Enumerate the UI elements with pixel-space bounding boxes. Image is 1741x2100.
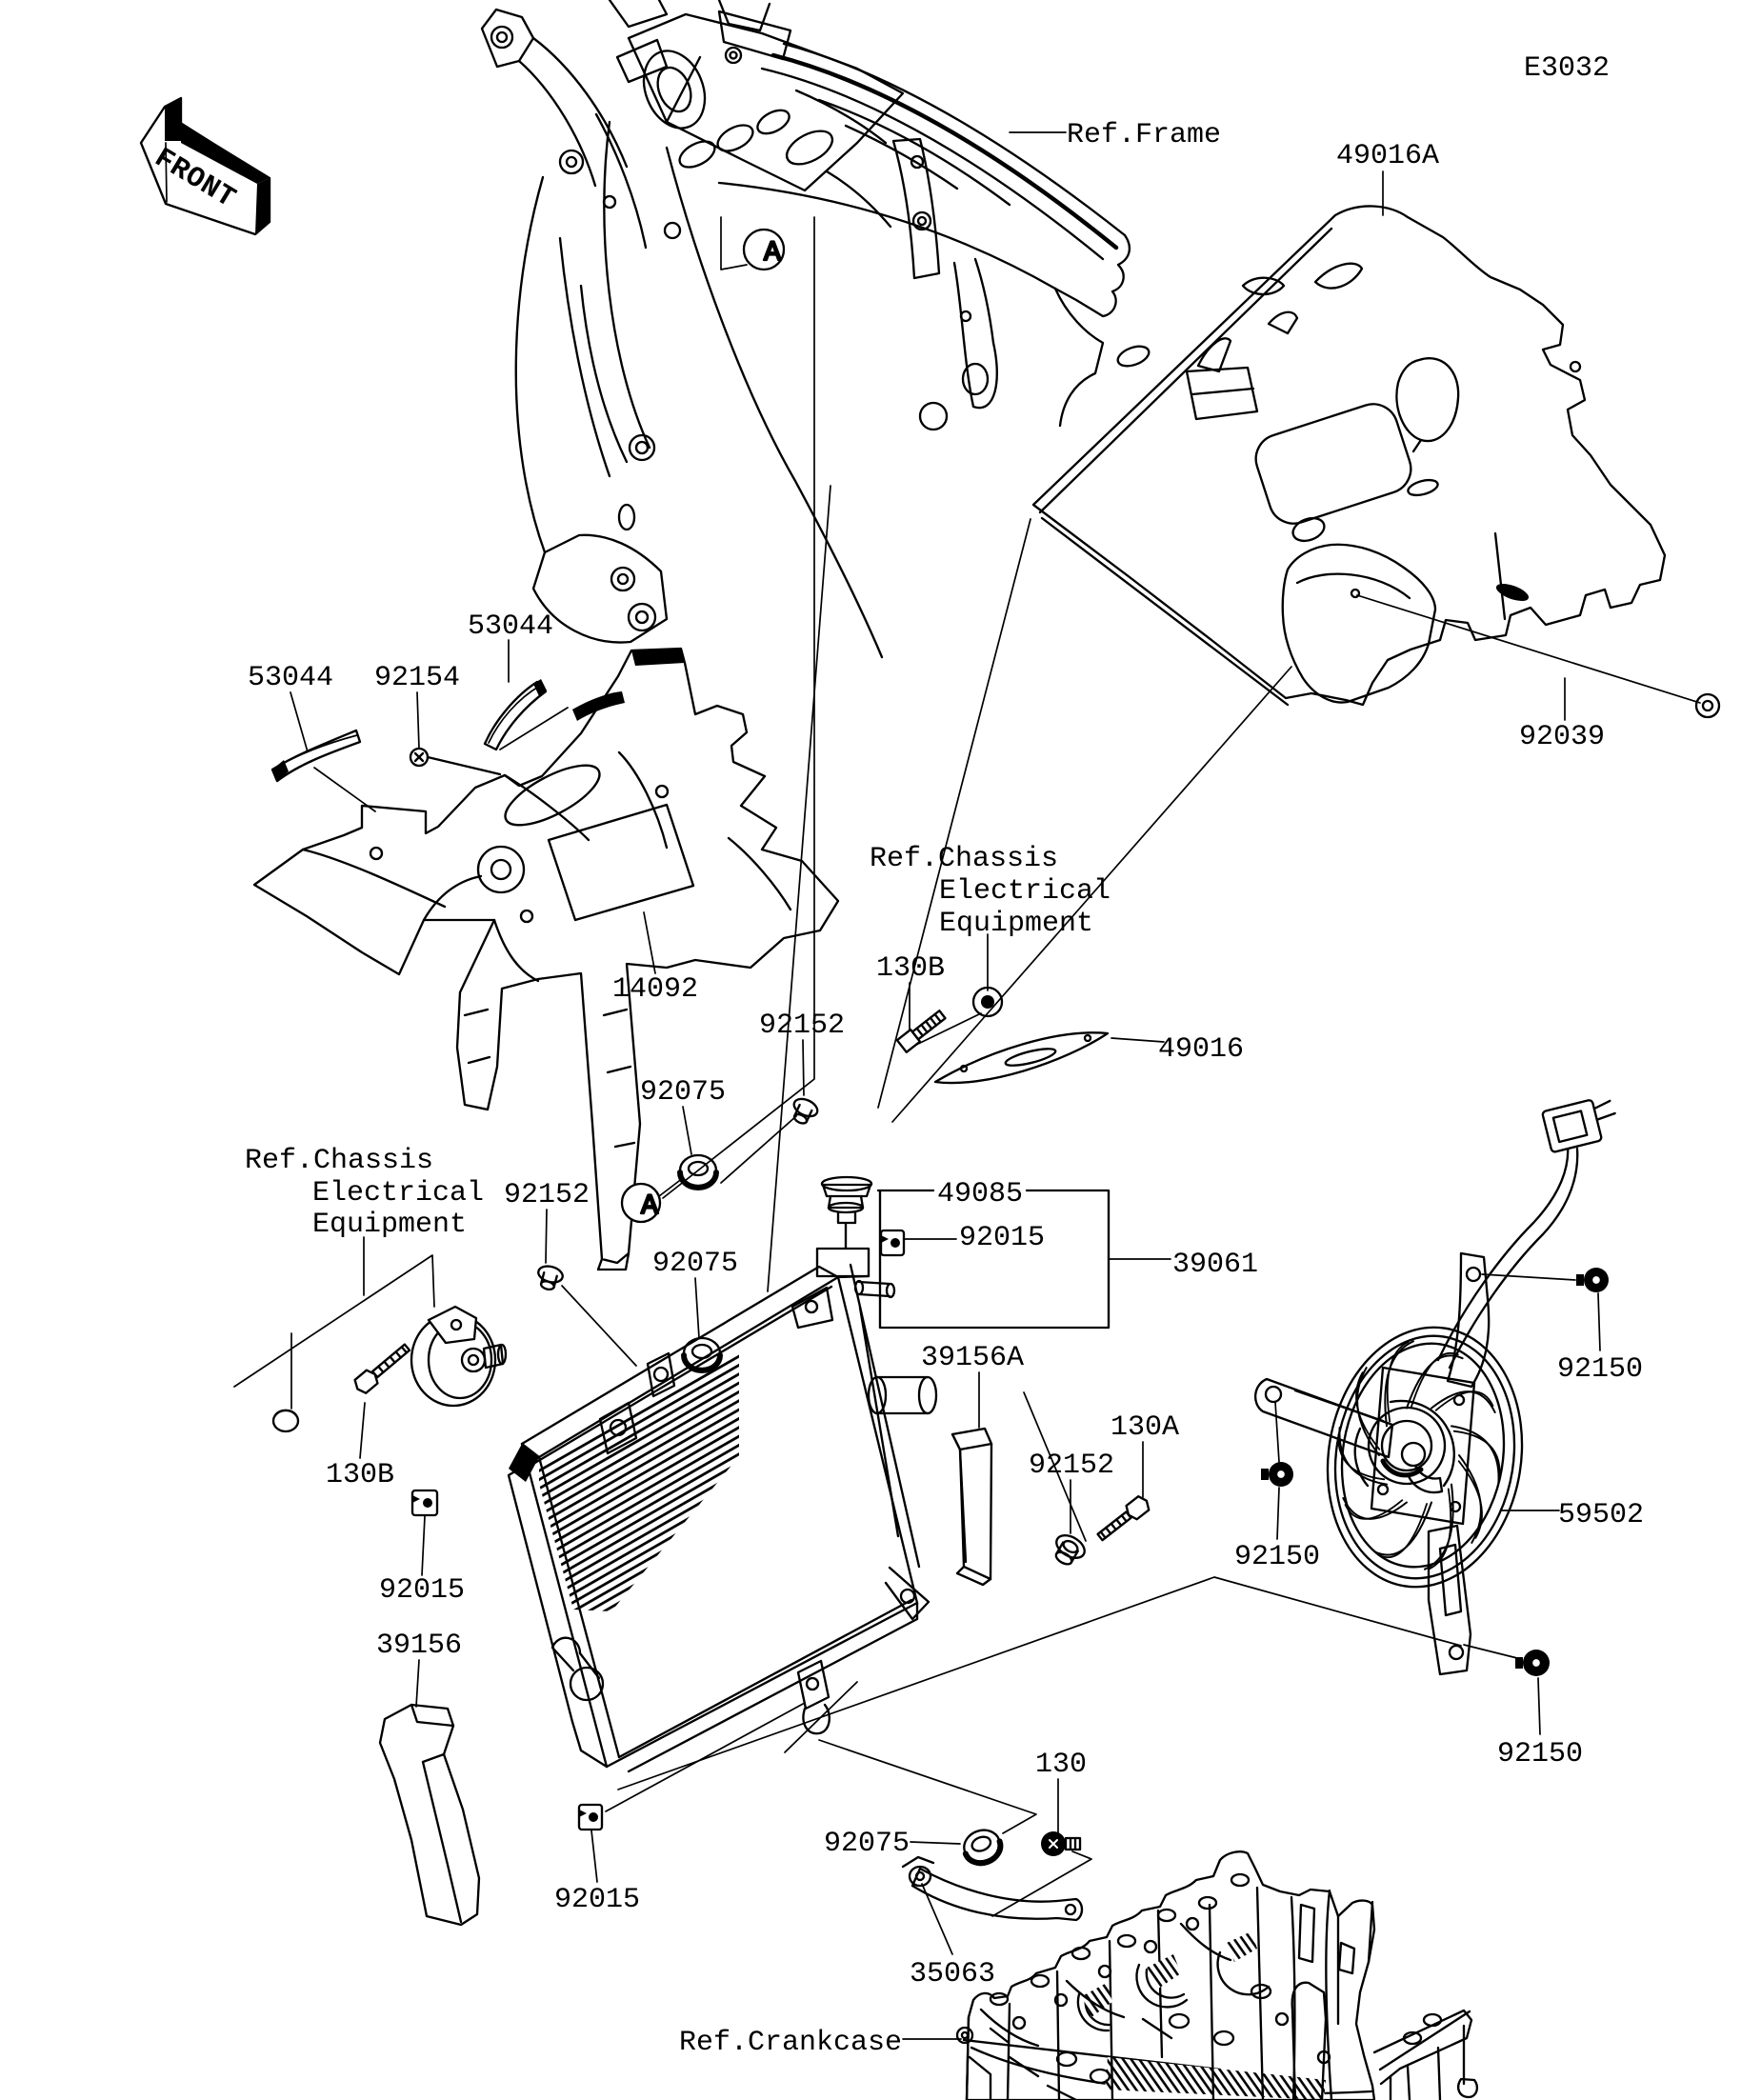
svg-text:130A: 130A [1111, 1411, 1179, 1444]
svg-text:39061: 39061 [1172, 1249, 1258, 1281]
svg-text:39156A: 39156A [921, 1342, 1024, 1374]
svg-text:Equipment: Equipment [939, 908, 1093, 940]
svg-text:92154: 92154 [374, 662, 460, 694]
svg-text:92152: 92152 [504, 1179, 590, 1211]
svg-text:92015: 92015 [554, 1884, 640, 1916]
svg-text:E3032: E3032 [1524, 52, 1610, 85]
svg-text:Electrical: Electrical [939, 875, 1111, 908]
svg-text:39156: 39156 [376, 1630, 462, 1662]
svg-text:Ref.Crankcase: Ref.Crankcase [679, 2027, 902, 2059]
svg-text:92015: 92015 [959, 1222, 1045, 1254]
svg-text:92150: 92150 [1557, 1353, 1643, 1386]
svg-text:92152: 92152 [1029, 1450, 1114, 1482]
svg-text:Ref.Chassis: Ref.Chassis [245, 1145, 433, 1177]
svg-text:14092: 14092 [612, 973, 698, 1006]
svg-text:92152: 92152 [759, 1010, 845, 1042]
svg-text:130B: 130B [326, 1459, 394, 1491]
svg-text:49016A: 49016A [1336, 140, 1439, 172]
svg-text:92015: 92015 [379, 1574, 465, 1607]
svg-text:Equipment: Equipment [312, 1209, 467, 1241]
svg-text:Electrical: Electrical [312, 1177, 484, 1210]
svg-text:92150: 92150 [1497, 1738, 1583, 1770]
svg-text:A: A [764, 237, 781, 270]
svg-text:59502: 59502 [1558, 1499, 1644, 1531]
svg-text:92075: 92075 [640, 1076, 726, 1109]
svg-text:130: 130 [1035, 1749, 1087, 1781]
svg-text:A: A [641, 1190, 658, 1223]
svg-text:92075: 92075 [652, 1248, 738, 1280]
svg-text:92075: 92075 [824, 1828, 910, 1860]
svg-text:92039: 92039 [1519, 721, 1605, 753]
svg-text:53044: 53044 [468, 610, 553, 643]
svg-text:35063: 35063 [910, 1958, 995, 1990]
svg-text:49016: 49016 [1158, 1033, 1244, 1066]
svg-text:53044: 53044 [248, 662, 333, 694]
svg-text:Ref.Chassis: Ref.Chassis [870, 843, 1058, 875]
svg-text:49085: 49085 [937, 1178, 1023, 1210]
svg-text:Ref.Frame: Ref.Frame [1067, 119, 1221, 151]
svg-text:92150: 92150 [1234, 1541, 1320, 1573]
